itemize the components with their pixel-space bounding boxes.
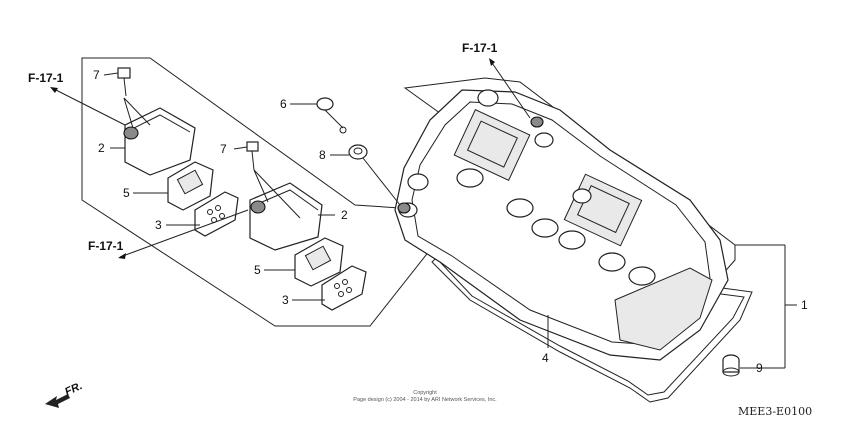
- head-cover-dome: [614, 267, 713, 351]
- coil-well-left: [453, 108, 531, 182]
- ref-arrow-top: [489, 59, 531, 119]
- callout-label: 6: [280, 97, 287, 111]
- plug-hole-ring: [506, 198, 534, 218]
- plug-hole-ring: [456, 168, 484, 188]
- ref-arrowhead: [489, 58, 495, 66]
- cover-washer: [348, 144, 368, 160]
- plug-hole-ring: [531, 218, 559, 238]
- callout-label: 2: [98, 141, 105, 155]
- mount-bolt-head: [530, 116, 544, 128]
- callout-label: 8: [319, 148, 326, 162]
- callout-label: 5: [254, 263, 261, 277]
- ignition-coil-upper: [123, 107, 196, 176]
- ref-arrowhead: [50, 87, 58, 93]
- callout-label: 7: [220, 142, 227, 156]
- plug-hole-ring: [598, 252, 626, 272]
- mount-boss: [477, 89, 499, 107]
- leader-bolt-to-coil-2: [123, 97, 134, 129]
- callout-label: 3: [155, 218, 162, 232]
- plug-hole-ring: [628, 266, 656, 286]
- cover-bolt: [316, 97, 347, 134]
- mount-boss: [572, 188, 592, 204]
- callout-label: 5: [123, 186, 130, 200]
- coil-grommet-lower: [321, 265, 367, 311]
- copyright-notice: Page design (c) 2004 - 2014 by ARI Netwo…: [353, 397, 497, 403]
- ref-arrow-lower-left: [119, 209, 249, 258]
- leader-bolt-to-coil-lower-2: [253, 169, 301, 219]
- callout-label: 3: [282, 293, 289, 307]
- diagram-code: MEE3-E0100: [738, 405, 812, 418]
- callout-label: 4: [542, 351, 549, 365]
- ref-arrowhead: [118, 253, 126, 259]
- bolt-lower: [246, 141, 259, 171]
- head-cover-inner-rim: [411, 101, 711, 346]
- leader-bolt-to-coil: [123, 97, 151, 126]
- leader-bolt-to-coil-lower: [253, 169, 269, 203]
- left-group-outline: [81, 57, 461, 327]
- coil-seal-upper: [167, 161, 214, 211]
- leader-7-lower: [233, 146, 248, 150]
- reference-label: F-17-1: [88, 239, 124, 253]
- ignition-coil-lower: [249, 182, 323, 251]
- mount-boss: [534, 132, 554, 148]
- reference-label: F-17-1: [28, 71, 64, 85]
- callout-label: 7: [93, 68, 100, 82]
- mount-bolt-head: [397, 202, 411, 214]
- leader-7-upper: [103, 72, 119, 76]
- callout-label: 9: [756, 361, 763, 375]
- front-label: FR.: [63, 380, 84, 398]
- coil-seal-lower: [294, 237, 344, 287]
- callout-label: 2: [341, 208, 348, 222]
- bolt-upper: [117, 67, 131, 97]
- front-direction-arrow: [45, 394, 70, 408]
- plug-hole-ring: [558, 230, 586, 250]
- cap-nut: [722, 354, 740, 377]
- ref-arrow-upper-left: [51, 87, 126, 126]
- mount-boss: [407, 173, 429, 191]
- copyright-title: Copyright: [413, 390, 437, 396]
- leader-bolt-to-cover: [362, 157, 401, 206]
- callout-label: 1: [801, 298, 808, 312]
- reference-label: F-17-1: [462, 41, 498, 55]
